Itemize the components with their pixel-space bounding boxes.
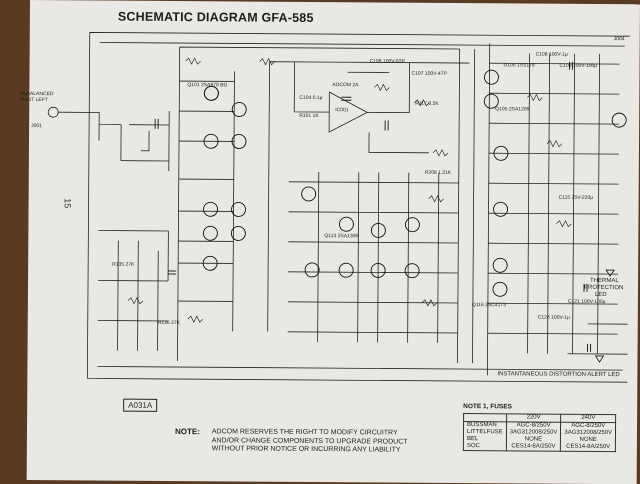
- fuse-brand-2: BEL: [466, 436, 479, 443]
- fuse-220-3: CES14-8A/250V: [511, 443, 556, 450]
- led-symbols: [594, 269, 615, 363]
- schematic-sheet: SCHEMATIC DIAGRAM GFA-585 15: [19, 0, 640, 484]
- fuse-table: 220V 240V BUSSMAN LITTELFUSE BEL SOC AGC…: [463, 413, 616, 452]
- fuse-brand-3: SOC: [466, 443, 480, 450]
- q-right-label: Q105 2SA1209: [495, 106, 530, 113]
- note-line-3: WITHOUT PRIOR NOTICE OR INCURRING ANY LI…: [211, 445, 401, 454]
- note-block: NOTE: ADCOM RESERVES THE RIGHT TO MODIFY…: [174, 427, 408, 455]
- c-feedback-label: C106 100V-82P: [369, 58, 405, 65]
- ic-part-label: ADCOM 2A: [332, 82, 359, 89]
- note-label: NOTE:: [174, 427, 200, 437]
- r-out-label: R208 1.21K: [424, 169, 452, 176]
- r-input-label: R101 1K: [299, 112, 319, 120]
- fuse-220-values: AGC-8/250V 3AG312008/250V NONE CES14-8A/…: [506, 421, 561, 452]
- c-out-label: C107 100V-47P: [411, 70, 447, 77]
- thermal-label-2: PROTECTION: [583, 284, 624, 292]
- c-bot2-label: C121 100V-100μ: [567, 298, 606, 306]
- r-left-label: R135 27K: [112, 261, 135, 268]
- c-right2-label: C109 100V-100μ: [559, 62, 598, 69]
- thermal-label-1: THERMAL: [590, 277, 619, 285]
- c-mid-label: C115 25V-220μ: [558, 194, 594, 201]
- fuse-brand-1: LITTELFUSE: [466, 429, 503, 436]
- c-bottom-label: C126 100V-1μ: [537, 314, 570, 321]
- q-lower-label: Q116 2SC4173: [471, 302, 507, 309]
- reference-box: A031A: [123, 398, 158, 412]
- fuse-240-1: 3AG312008/250V: [564, 429, 613, 437]
- fuse-title: NOTE 1, FUSES: [463, 403, 512, 411]
- note-line-2: AND/OR CHANGE COMPONENTS TO UPGRADE PROD…: [211, 436, 408, 446]
- d-right-label: D105 1SS178: [503, 62, 535, 69]
- fuse-240-0: AGC-8/250V: [571, 422, 606, 430]
- input-jack-label: J001: [31, 123, 42, 130]
- c-in-label: C104 0.1μ: [299, 94, 323, 102]
- fuse-brand: BUSSMAN LITTELFUSE BEL SOC: [463, 421, 507, 451]
- fuse-220-2: NONE: [524, 436, 543, 443]
- circuit-schematic: [47, 32, 630, 383]
- table-row: BUSSMAN LITTELFUSE BEL SOC AGC-8/250V 3A…: [463, 421, 616, 452]
- j-right-label: J004: [613, 36, 625, 43]
- fuse-220-1: 3AG312008/250V: [509, 429, 558, 436]
- c-right-label: C108 100V-1μ: [535, 51, 568, 58]
- fuse-240-2: NONE: [579, 436, 597, 443]
- fuse-240-values: AGC-8/250V 3AG312008/250V NONE CES14-8A/…: [560, 422, 616, 452]
- distortion-alert-label: INSTANTANEOUS DISTORTION ALERT LED: [497, 371, 620, 379]
- fuse-brand-0: BUSSMAN: [467, 422, 497, 429]
- ic-label: IC001: [335, 107, 349, 114]
- q-mid-label: Q113 2SA1306: [324, 233, 359, 240]
- opamp-symbol: [328, 91, 369, 133]
- r-bias-label: R117 8.2K: [415, 100, 439, 107]
- fuse-table-block: NOTE 1, FUSES 220V 240V BUSSMAN LITTELFU…: [463, 403, 616, 452]
- fuse-220-0: AGC-8/250V: [516, 422, 551, 429]
- note-line-1: ADCOM RESERVES THE RIGHT TO MODIFY CIRCU…: [211, 428, 398, 437]
- q101-label: Q101 2SA970 BG: [187, 82, 228, 89]
- fuse-240-3: CES14-8A/250V: [566, 443, 611, 451]
- input-jack-symbol: [47, 106, 59, 118]
- thermal-label-3: LED: [594, 291, 607, 299]
- r-bottom-label: R136 27K: [157, 319, 181, 327]
- input-label-2: INPUT LEFT: [19, 96, 48, 104]
